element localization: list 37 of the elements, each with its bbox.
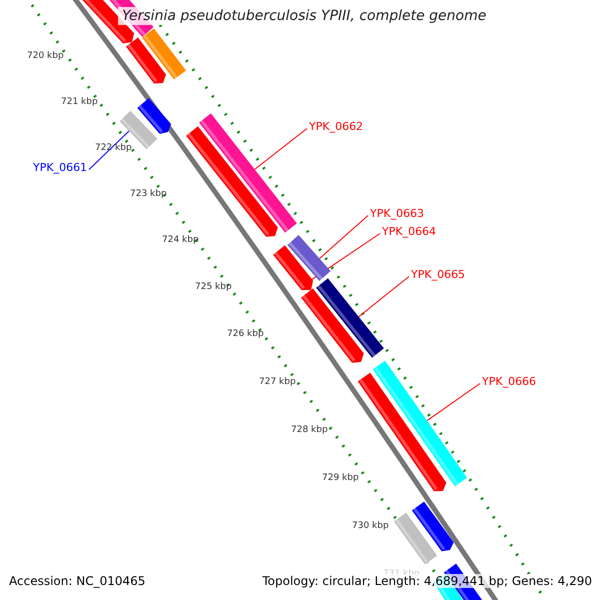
tick-label: 727 kbp xyxy=(259,377,296,387)
gene-label: YPK_0661 xyxy=(33,161,88,174)
tick-label: 720 kbp xyxy=(27,51,64,61)
tick-label: 724 kbp xyxy=(162,235,199,245)
tick-label: 725 kbp xyxy=(195,282,232,292)
tick-label: 728 kbp xyxy=(291,425,328,435)
gene-bar xyxy=(126,38,166,84)
tick-label: 729 kbp xyxy=(322,473,359,483)
gene-bar xyxy=(372,360,468,486)
accession-text: Accession: NC_010465 xyxy=(9,574,146,588)
gene-bar xyxy=(412,502,454,552)
gene-label: YPK_0663 xyxy=(370,207,424,220)
gene-bar xyxy=(142,28,186,80)
gene-label: YPK_0664 xyxy=(382,225,436,238)
gene-bar xyxy=(273,245,314,290)
gene-bar xyxy=(301,288,364,363)
leader-line xyxy=(254,128,308,170)
gene-label: YPK_0666 xyxy=(482,375,536,388)
gene-bar xyxy=(394,512,438,564)
leader-line xyxy=(358,276,410,318)
gene-bar xyxy=(287,235,331,281)
leader-line xyxy=(426,383,480,422)
gene-bar xyxy=(199,113,297,233)
tick-label: 730 kbp xyxy=(352,521,389,531)
gene-bar xyxy=(358,372,446,492)
genome-info-text: Topology: circular; Length: 4,689,441 bp; Genes: 4,290 xyxy=(262,574,592,588)
gene-bar xyxy=(137,98,172,134)
gene-bar xyxy=(316,278,384,358)
gene-bar xyxy=(186,126,278,237)
tick-label: 721 kbp xyxy=(61,97,98,107)
leader-line xyxy=(319,215,368,260)
leader-line xyxy=(88,130,130,170)
tick-label: 723 kbp xyxy=(130,189,167,199)
gene-label: YPK_0665 xyxy=(411,268,466,281)
tick-label: 726 kbp xyxy=(227,329,264,339)
gene-label: YPK_0662 xyxy=(309,120,364,133)
tick-label: 722 kbp xyxy=(95,143,132,153)
